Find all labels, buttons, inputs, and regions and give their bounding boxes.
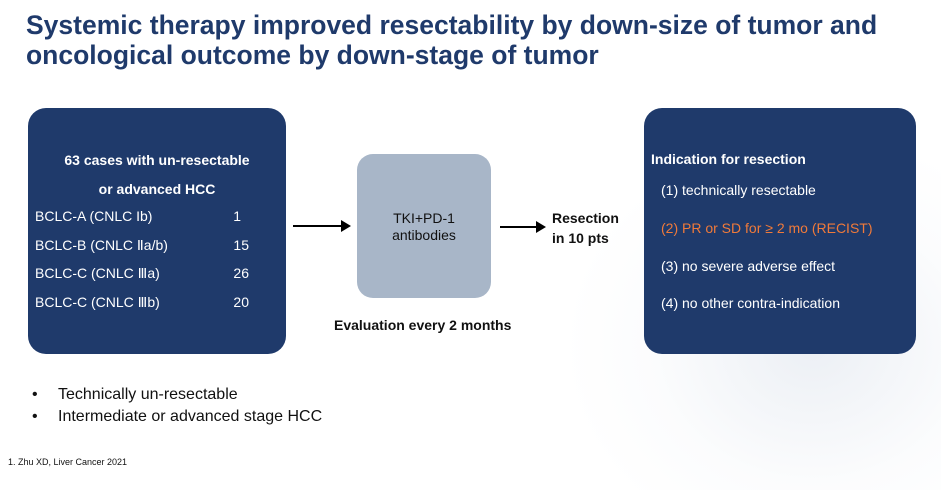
slide-title: Systemic therapy improved resectability …	[26, 10, 926, 70]
indication-item-highlight: (2) PR or SD for ≥ 2 mo (RECIST)	[661, 220, 873, 236]
resection-line-2: in 10 pts	[552, 230, 609, 246]
case-row-label: BCLC-B (CNLC Ⅱa/b)	[35, 237, 168, 253]
cases-heading-line-2: or advanced HCC	[98, 181, 216, 197]
cases-heading-line-1: 63 cases with un-resectable	[64, 152, 250, 168]
bullet-item: • Technically un-resectable	[32, 384, 322, 406]
indication-item: (3) no severe adverse effect	[661, 258, 836, 274]
evaluation-note: Evaluation every 2 months	[334, 317, 512, 333]
bullet-text: Technically un-resectable	[58, 386, 238, 403]
bullet-dot-icon: •	[32, 386, 38, 403]
title-line-1: Systemic therapy improved resectability …	[26, 10, 878, 40]
bullet-item: • Intermediate or advanced stage HCC	[32, 406, 322, 428]
treatment-line-2: antibodies	[392, 227, 456, 243]
resection-note: Resection in 10 pts	[552, 208, 619, 248]
bullet-dot-icon: •	[32, 408, 38, 425]
case-row-label: BCLC-C (CNLC Ⅲb)	[35, 294, 160, 310]
resection-line-1: Resection	[552, 210, 619, 226]
footnote: 1. Zhu XD, Liver Cancer 2021	[8, 457, 128, 467]
indication-box: Indication for resection (1) technically…	[644, 108, 916, 354]
case-row-count: 26	[233, 265, 249, 281]
case-row-count: 15	[233, 237, 249, 253]
bullet-list: • Technically un-resectable • Intermedia…	[32, 384, 322, 428]
treatment-box: TKI+PD-1 antibodies	[357, 154, 491, 298]
case-row-label: BCLC-C (CNLC Ⅲa)	[35, 265, 160, 281]
cases-box: 63 cases with un-resectable or advanced …	[28, 108, 286, 354]
indication-heading: Indication for resection	[651, 151, 806, 167]
arrow-right-icon	[293, 220, 351, 232]
case-row-count: 20	[233, 294, 249, 310]
treatment-line-1: TKI+PD-1	[393, 210, 455, 226]
arrow-right-icon	[500, 221, 546, 233]
case-row-label: BCLC-A (CNLC Ib)	[35, 208, 153, 224]
title-line-2: oncological outcome by down-stage of tum…	[26, 40, 599, 70]
bullet-text: Intermediate or advanced stage HCC	[58, 408, 323, 425]
indication-item: (4) no other contra-indication	[661, 295, 840, 311]
indication-item: (1) technically resectable	[661, 182, 816, 198]
case-row-count: 1	[233, 208, 241, 224]
